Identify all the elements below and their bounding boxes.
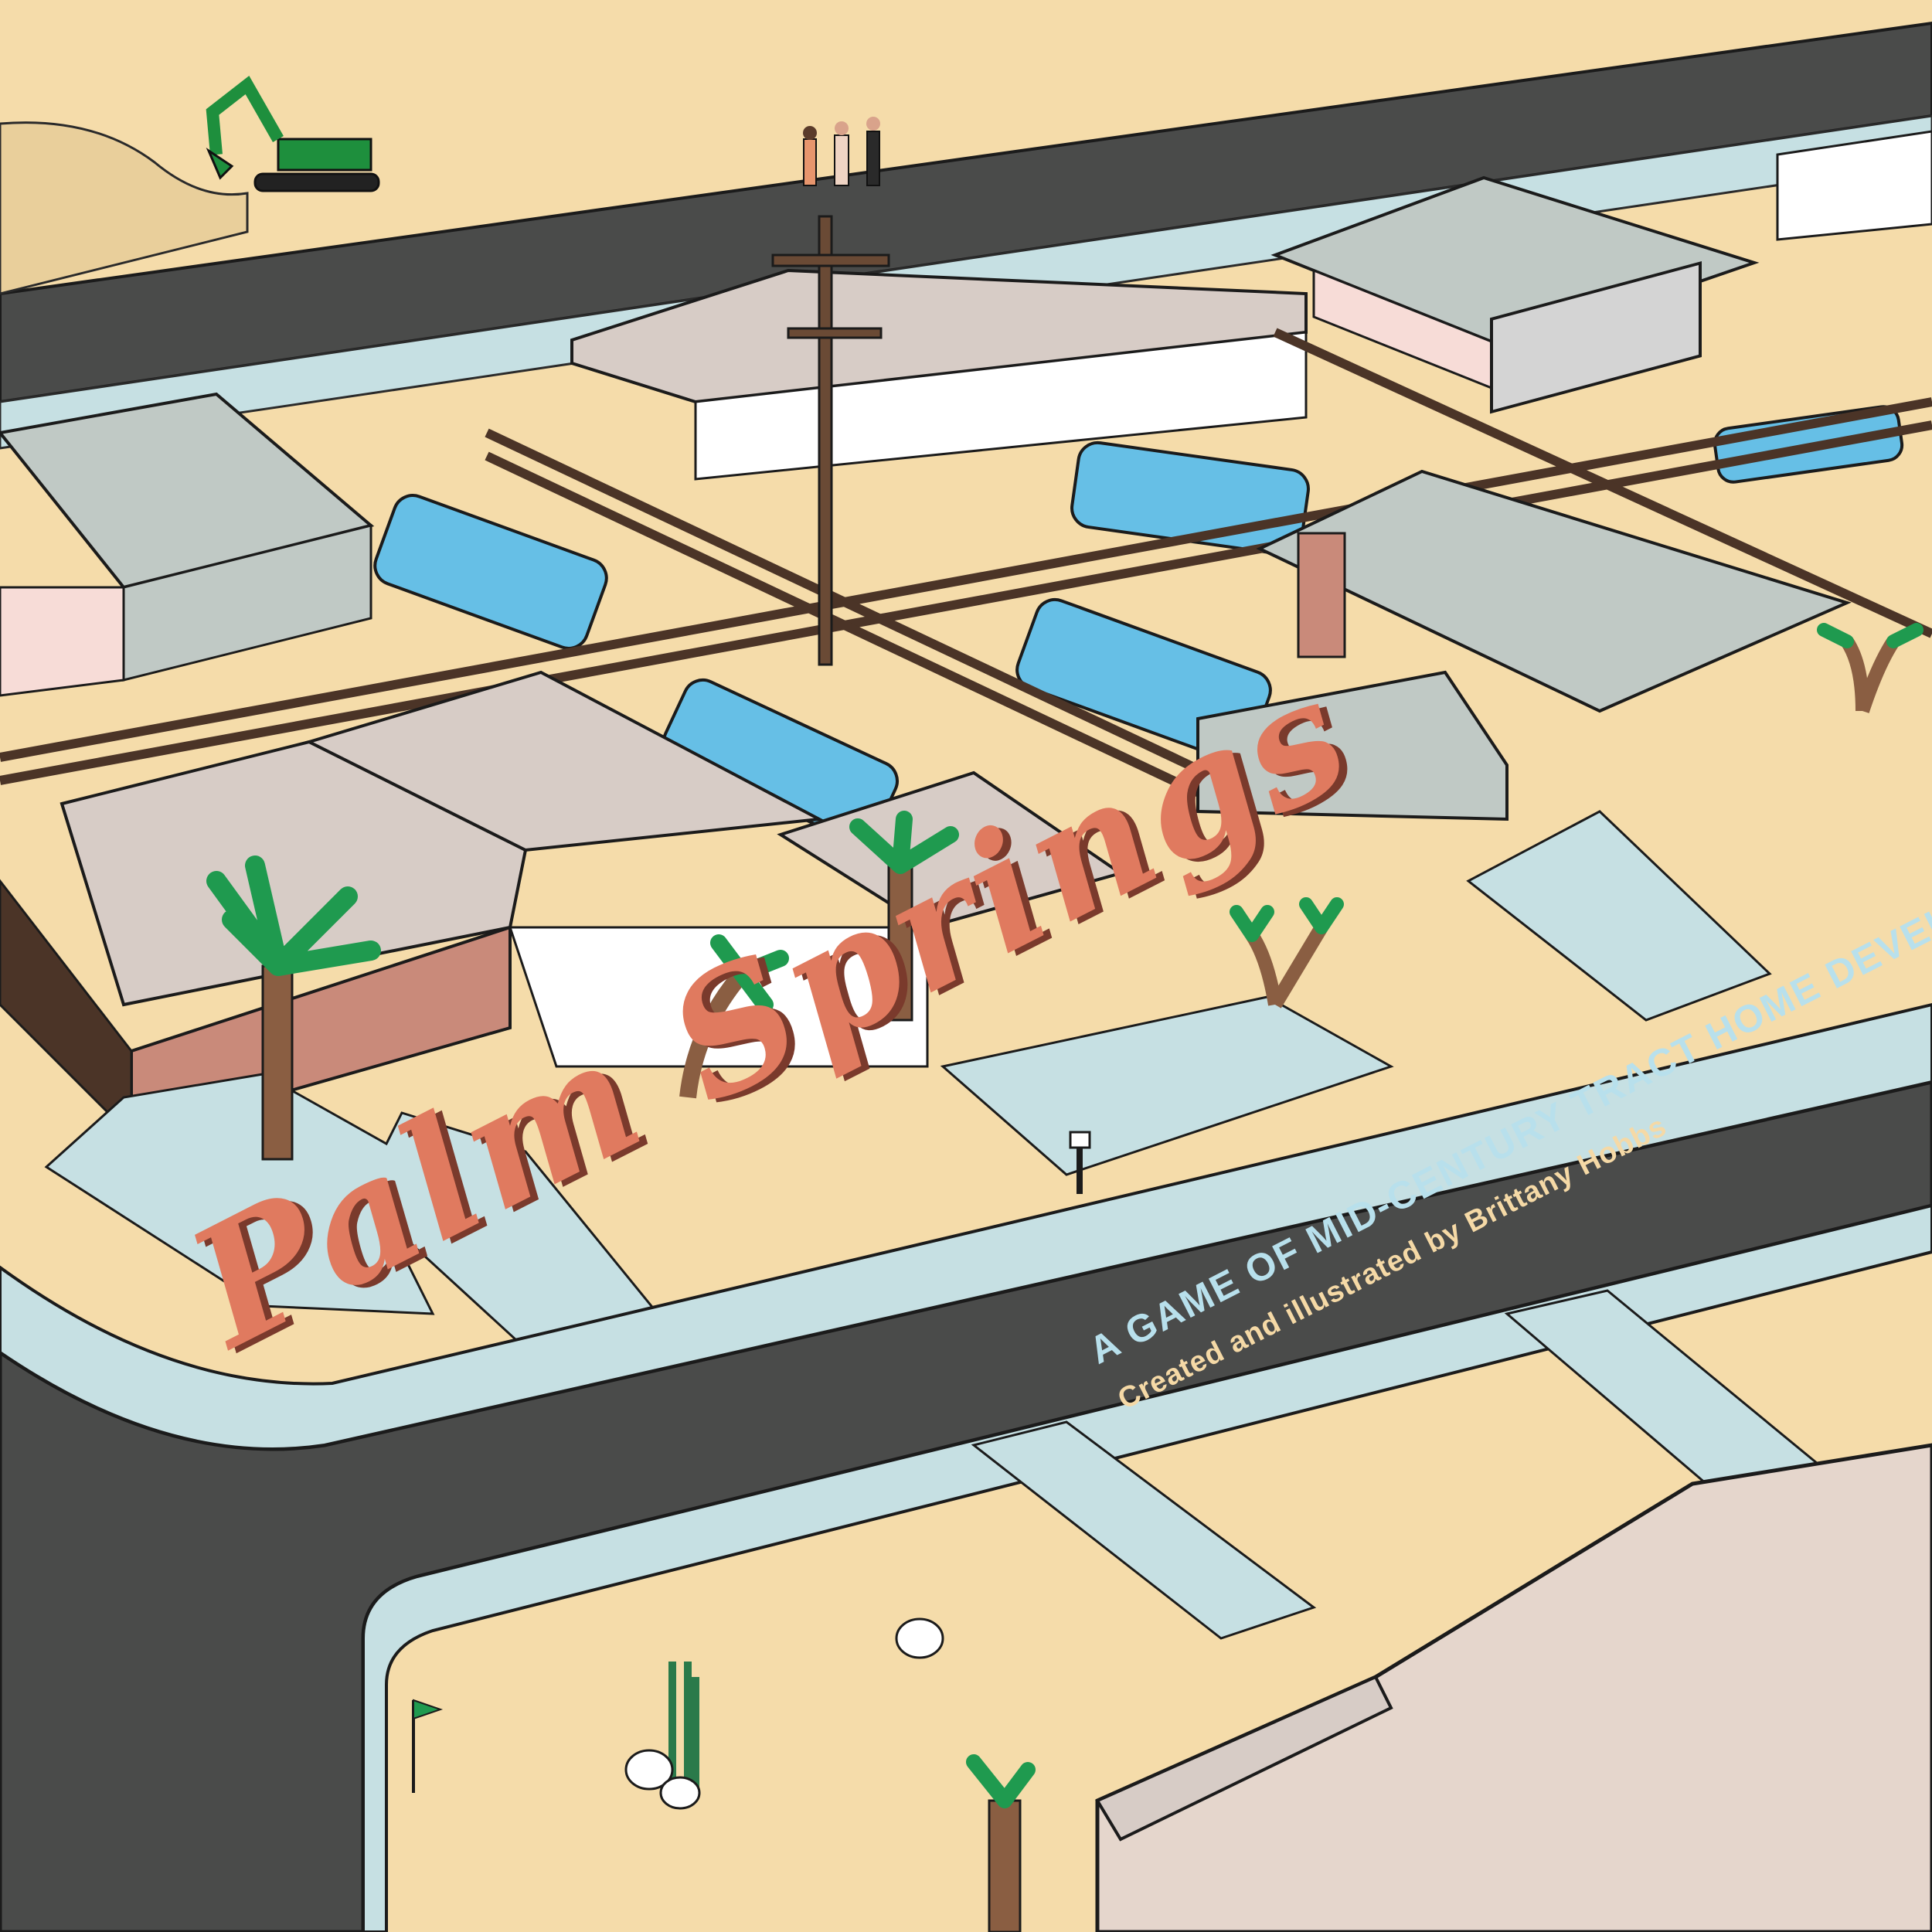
house-right	[1196, 260, 1852, 821]
house-bottom-right	[1095, 1443, 1932, 1932]
excavator-icon	[206, 76, 380, 192]
rocks-icon	[624, 1617, 944, 1810]
mailbox-icon	[1069, 1131, 1091, 1194]
cactus-icon	[668, 1662, 699, 1793]
palm-tree-icon	[1230, 897, 1344, 1009]
dirt-mound	[0, 121, 249, 295]
palm-tree-icon	[1817, 623, 1923, 713]
utility-pole	[771, 215, 890, 666]
house-left	[0, 392, 375, 697]
top-road	[0, 21, 1932, 404]
flag-marker-icon	[412, 1699, 444, 1793]
surveyors-group	[803, 117, 880, 186]
fence-lines	[0, 328, 1932, 801]
palm-tree-icon	[206, 855, 381, 1161]
house-back-far-right	[1776, 130, 1932, 241]
front-walkways	[44, 810, 1772, 1393]
main-road	[0, 1002, 1932, 1932]
breeze-block-wall	[1490, 260, 1702, 414]
house-back-right	[1270, 175, 1760, 396]
palm-tree-icon	[849, 811, 959, 1022]
pool-1	[373, 494, 608, 650]
house-back-left	[570, 268, 1308, 481]
palm-tree-icon	[679, 934, 789, 1099]
palm-tree-icon	[966, 1754, 1036, 1932]
